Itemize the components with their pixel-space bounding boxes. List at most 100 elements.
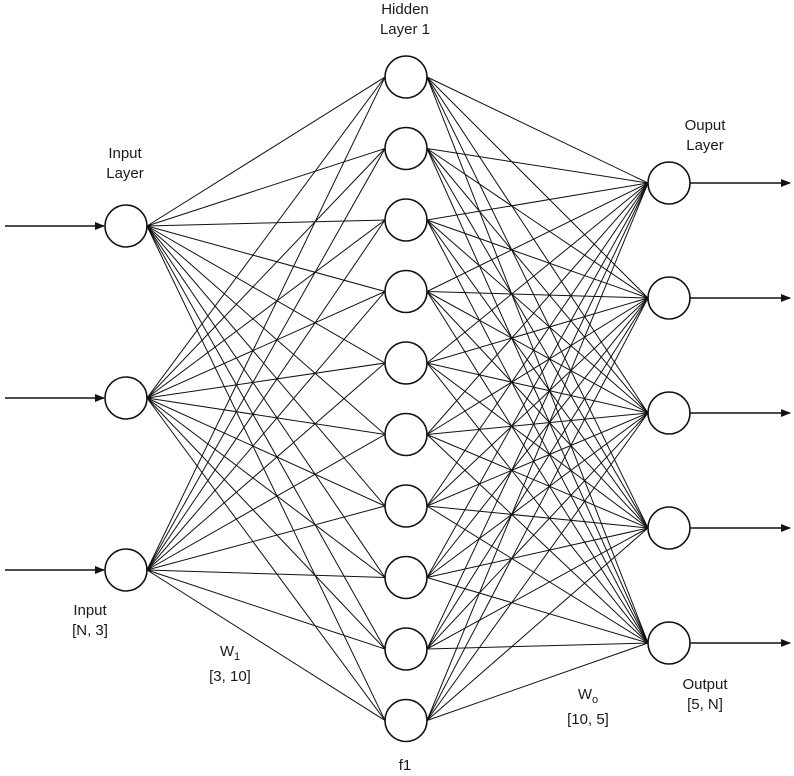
edge-input-3-hidden-2 (146, 148, 386, 571)
edge-hidden-8-output-3 (426, 412, 649, 578)
edge-hidden-9-output-1 (426, 182, 649, 650)
edge-hidden-9-output-3 (426, 412, 649, 650)
output-label-line-1: Output (682, 676, 728, 693)
edge-input-2-hidden-5 (146, 362, 386, 399)
hidden-layer-title: Hidden Layer 1 (360, 0, 450, 40)
edge-hidden-9-output-2 (426, 297, 649, 650)
edge-hidden-3-output-4 (426, 219, 649, 529)
edge-hidden-4-output-2 (426, 291, 649, 299)
edge-input-2-hidden-9 (146, 397, 386, 650)
edge-hidden-6-output-1 (426, 182, 649, 435)
output-node-5 (647, 621, 691, 665)
hidden-node-4 (384, 269, 428, 314)
network-nodes (104, 55, 691, 743)
output-node-3 (647, 391, 691, 435)
edge-hidden-3-output-3 (426, 219, 649, 414)
edge-input-1-hidden-1 (146, 76, 386, 227)
edge-input-2-hidden-6 (146, 397, 386, 435)
wo-letter: W (577, 686, 593, 703)
edge-hidden-3-output-5 (426, 219, 649, 644)
w1-symbol: W1 (195, 642, 265, 667)
input-node-1 (104, 204, 148, 248)
edge-hidden-1-output-4 (426, 76, 649, 529)
input-node-3 (104, 548, 148, 592)
edge-hidden-7-output-4 (426, 505, 649, 529)
edge-hidden-9-output-4 (426, 527, 649, 650)
edge-input-1-hidden-2 (146, 148, 386, 227)
w1-shape: [3, 10] (209, 668, 251, 685)
edge-hidden-1-output-3 (426, 76, 649, 414)
input-layer-title: Input Layer (90, 144, 160, 184)
edge-hidden-6-output-5 (426, 434, 649, 644)
edge-hidden-9-output-5 (426, 642, 649, 650)
w1-letter: W (219, 643, 235, 660)
edge-input-3-hidden-10 (146, 569, 386, 721)
edge-hidden-3-output-1 (426, 182, 649, 221)
edge-input-3-hidden-4 (146, 291, 386, 571)
edge-input-3-hidden-6 (146, 434, 386, 571)
edge-hidden-4-output-4 (426, 291, 649, 529)
output-node-2 (647, 276, 691, 320)
edge-input-1-hidden-9 (146, 225, 386, 650)
io-arrows (5, 179, 791, 647)
output-label-line-2: [5, N] (687, 696, 723, 713)
edge-hidden-5-output-2 (426, 297, 649, 364)
edge-input-3-hidden-5 (146, 362, 386, 571)
edge-input-1-hidden-5 (146, 225, 386, 364)
output-title-line-1: Ouput (684, 117, 726, 134)
hidden-node-10 (384, 698, 428, 743)
hidden-node-9 (384, 627, 428, 671)
edge-input-3-hidden-9 (146, 569, 386, 650)
hidden-node-2 (384, 126, 428, 171)
w1-subscript: 1 (234, 651, 241, 663)
wo-shape: [10, 5] (567, 711, 609, 728)
edge-hidden-4-output-1 (426, 182, 649, 292)
input-node-2 (104, 376, 148, 420)
wo-subscript: o (592, 694, 599, 706)
edge-hidden-10-output-4 (426, 527, 649, 721)
edge-hidden-8-output-2 (426, 297, 649, 578)
edge-hidden-5-output-4 (426, 362, 649, 529)
edge-input-3-hidden-3 (146, 219, 386, 571)
edge-hidden-6-output-2 (426, 297, 649, 435)
output-title-line-2: Layer (686, 137, 724, 154)
input-title-line-1: Input (108, 145, 142, 162)
edge-input-2-hidden-2 (146, 148, 386, 399)
edge-hidden-10-output-3 (426, 412, 649, 721)
edge-hidden-3-output-2 (426, 219, 649, 299)
edge-hidden-7-output-3 (426, 412, 649, 507)
edge-hidden-4-output-3 (426, 291, 649, 414)
edge-hidden-10-output-1 (426, 182, 649, 721)
edge-hidden-2-output-1 (426, 148, 649, 184)
edge-hidden-7-output-5 (426, 505, 649, 644)
edge-hidden-7-output-1 (426, 182, 649, 507)
wo-weights-label: Wo [10, 5] (553, 685, 623, 730)
output-node-1 (647, 161, 691, 205)
hidden-node-5 (384, 341, 428, 385)
hidden-node-7 (384, 484, 428, 528)
activation-label: f1 (380, 756, 430, 776)
hidden-node-3 (384, 198, 428, 242)
edge-input-1-hidden-6 (146, 225, 386, 435)
input-title-line-2: Layer (106, 165, 144, 182)
edge-input-1-hidden-3 (146, 219, 386, 227)
edge-hidden-5-output-3 (426, 362, 649, 414)
edge-hidden-1-output-1 (426, 76, 649, 184)
hidden-node-8 (384, 555, 428, 600)
hidden-node-1 (384, 55, 428, 99)
edge-hidden-2-output-4 (426, 148, 649, 529)
output-shape-label: Output [5, N] (670, 675, 740, 715)
hidden-title-line-1: Hidden (381, 1, 429, 18)
edge-input-2-hidden-4 (146, 291, 386, 399)
edge-input-3-hidden-8 (146, 569, 386, 578)
edge-hidden-8-output-5 (426, 577, 649, 644)
edge-hidden-5-output-1 (426, 182, 649, 364)
edge-input-2-hidden-1 (146, 76, 386, 399)
edge-input-1-hidden-8 (146, 225, 386, 578)
input-shape-label: Input [N, 3] (55, 601, 125, 641)
edge-hidden-7-output-2 (426, 297, 649, 507)
wo-symbol: Wo (553, 685, 623, 710)
edge-hidden-8-output-1 (426, 182, 649, 578)
edge-input-1-hidden-7 (146, 225, 386, 507)
